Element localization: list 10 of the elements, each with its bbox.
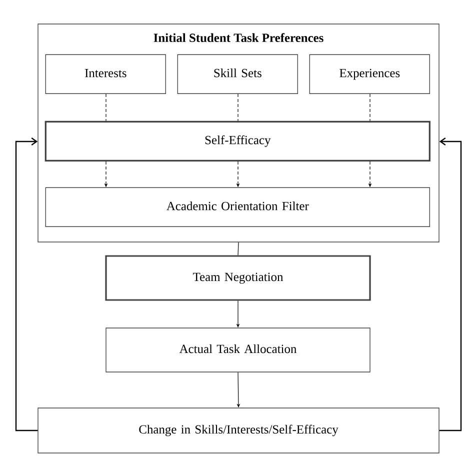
process-box: Interests: [45, 54, 166, 94]
process-box: Skill Sets: [177, 54, 298, 94]
arrow: [15, 138, 38, 432]
process-box: Self-Efficacy: [44, 120, 430, 162]
arrow: [439, 138, 462, 432]
process-box: Academic Orientation Filter: [45, 187, 430, 227]
process-box: Experiences: [309, 54, 430, 94]
process-box: Change in Skills/Interests/Self-Efficacy: [38, 408, 440, 454]
process-box: Team Negotiation: [105, 255, 371, 301]
process-box: Actual Task Allocation: [106, 328, 370, 372]
